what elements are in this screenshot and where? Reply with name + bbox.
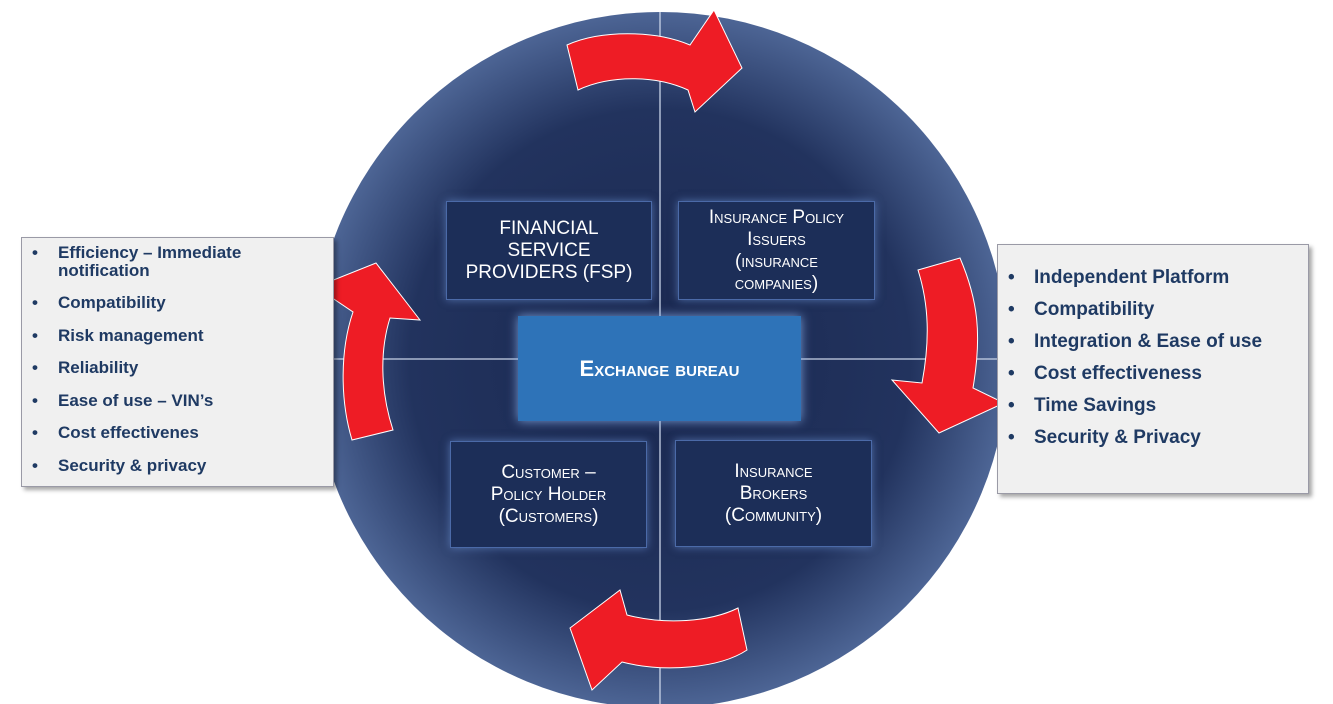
insurers-line-4: companies) <box>734 272 819 294</box>
brokers-line-3: (Community) <box>724 504 823 526</box>
fsp-box: FINANCIAL SERVICE PROVIDERS (FSP) <box>446 201 652 300</box>
bullet-icon: • <box>1008 331 1015 352</box>
exchange-bureau-box: Exchange bureau <box>518 316 801 421</box>
customer-line-3: (Customers) <box>498 505 599 527</box>
bullet-icon: • <box>32 423 38 442</box>
list-item: •Security & Privacy <box>1008 427 1201 448</box>
bullet-icon: • <box>32 293 38 312</box>
fsp-line-2: SERVICE <box>507 239 591 261</box>
list-item: •Cost effectiveness <box>1008 363 1202 384</box>
left-arrow-icon <box>314 262 422 441</box>
bullet-icon: • <box>32 390 38 410</box>
customer-line-1: Customer – <box>501 461 596 483</box>
list-item: •Independent Platform <box>1008 267 1230 288</box>
insurers-line-1: Insurance Policy <box>708 206 845 228</box>
customer-box: Customer – Policy Holder (Customers) <box>450 441 647 548</box>
list-item: •Ease of use – VIN’s <box>32 390 214 410</box>
insurers-line-2: Issuers <box>747 228 806 250</box>
list-item: •Risk management <box>32 325 204 345</box>
bullet-icon: • <box>1008 427 1015 448</box>
right-benefits-list: •Independent Platform •Compatibility •In… <box>1008 267 1298 448</box>
left-benefits-panel: •Efficiency – Immediate notification •Co… <box>21 237 334 487</box>
bullet-icon: • <box>32 325 38 345</box>
insurers-line-3: (insurance <box>735 250 818 272</box>
list-item: •Time Savings <box>1008 395 1157 416</box>
brokers-line-2: Brokers <box>739 482 808 504</box>
bullet-icon: • <box>32 243 38 262</box>
bullet-icon: • <box>1008 299 1015 320</box>
right-benefits-panel: •Independent Platform •Compatibility •In… <box>997 244 1309 494</box>
fsp-line-3: PROVIDERS (FSP) <box>465 261 633 283</box>
bullet-icon: • <box>32 358 38 377</box>
list-item: •Efficiency – Immediate notification <box>32 243 242 280</box>
list-item: •Cost effectivenes <box>32 423 199 442</box>
list-item: •Integration & Ease of use <box>1008 331 1263 352</box>
bullet-icon: • <box>32 455 38 475</box>
bottom-arrow-icon <box>569 589 748 691</box>
bullet-icon: • <box>1008 363 1015 384</box>
fsp-line-1: FINANCIAL <box>499 217 599 239</box>
brokers-box: Insurance Brokers (Community) <box>675 440 872 547</box>
brokers-line-1: Insurance <box>734 460 813 482</box>
list-item: •Compatibility <box>1008 299 1155 320</box>
bullet-icon: • <box>1008 267 1015 288</box>
top-arrow-icon <box>566 9 743 113</box>
list-item: •Reliability <box>32 358 139 377</box>
customer-line-2: Policy Holder <box>490 483 607 505</box>
bullet-icon: • <box>1008 395 1015 416</box>
insurance-issuers-box: Insurance Policy Issuers (insurance comp… <box>678 201 875 300</box>
left-benefits-list: •Efficiency – Immediate notification •Co… <box>32 244 321 475</box>
list-item: •Compatibility <box>32 293 166 312</box>
list-item: •Security & privacy <box>32 455 207 475</box>
exchange-bureau-label: Exchange bureau <box>579 355 740 381</box>
